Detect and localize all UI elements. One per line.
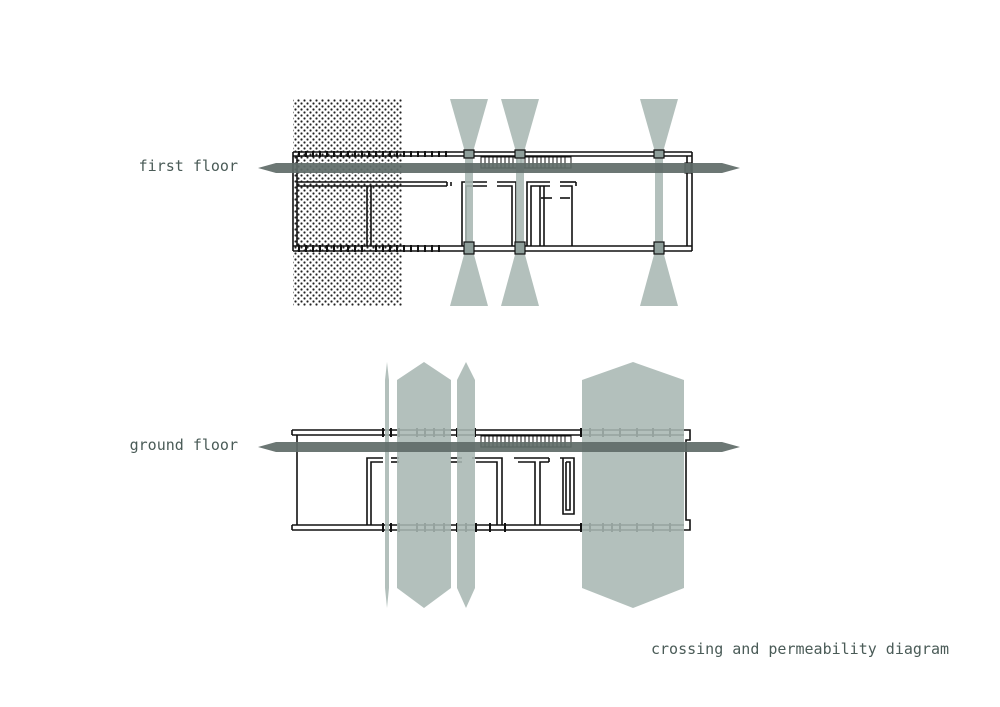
first-floor-plan — [258, 99, 740, 306]
crossing-band — [655, 152, 663, 251]
circulation-arrow-ground-floor — [258, 442, 740, 452]
crossing-band — [501, 251, 539, 306]
ground-floor-label: ground floor — [129, 436, 238, 454]
diagram-caption: crossing and permeability diagram — [650, 640, 949, 658]
circulation-arrow-first-floor — [258, 163, 740, 173]
ground-floor-plan — [258, 362, 740, 608]
first-floor-crossings — [450, 99, 678, 306]
crossing-band — [450, 99, 488, 152]
crossing-band — [516, 152, 524, 251]
crossing-band — [640, 251, 678, 306]
first-floor-label: first floor — [138, 157, 238, 175]
crossing-band — [465, 152, 473, 251]
permeability-band — [397, 362, 451, 608]
permeability-band — [582, 362, 684, 608]
permeability-band — [385, 362, 389, 608]
crossing-band — [450, 251, 488, 306]
crossing-band — [640, 99, 678, 152]
hatched-zone — [293, 99, 402, 306]
crossing-band — [501, 99, 539, 152]
permeability-band — [457, 362, 475, 608]
first-floor-windows — [298, 151, 447, 252]
ground-floor-crossings — [385, 362, 684, 608]
